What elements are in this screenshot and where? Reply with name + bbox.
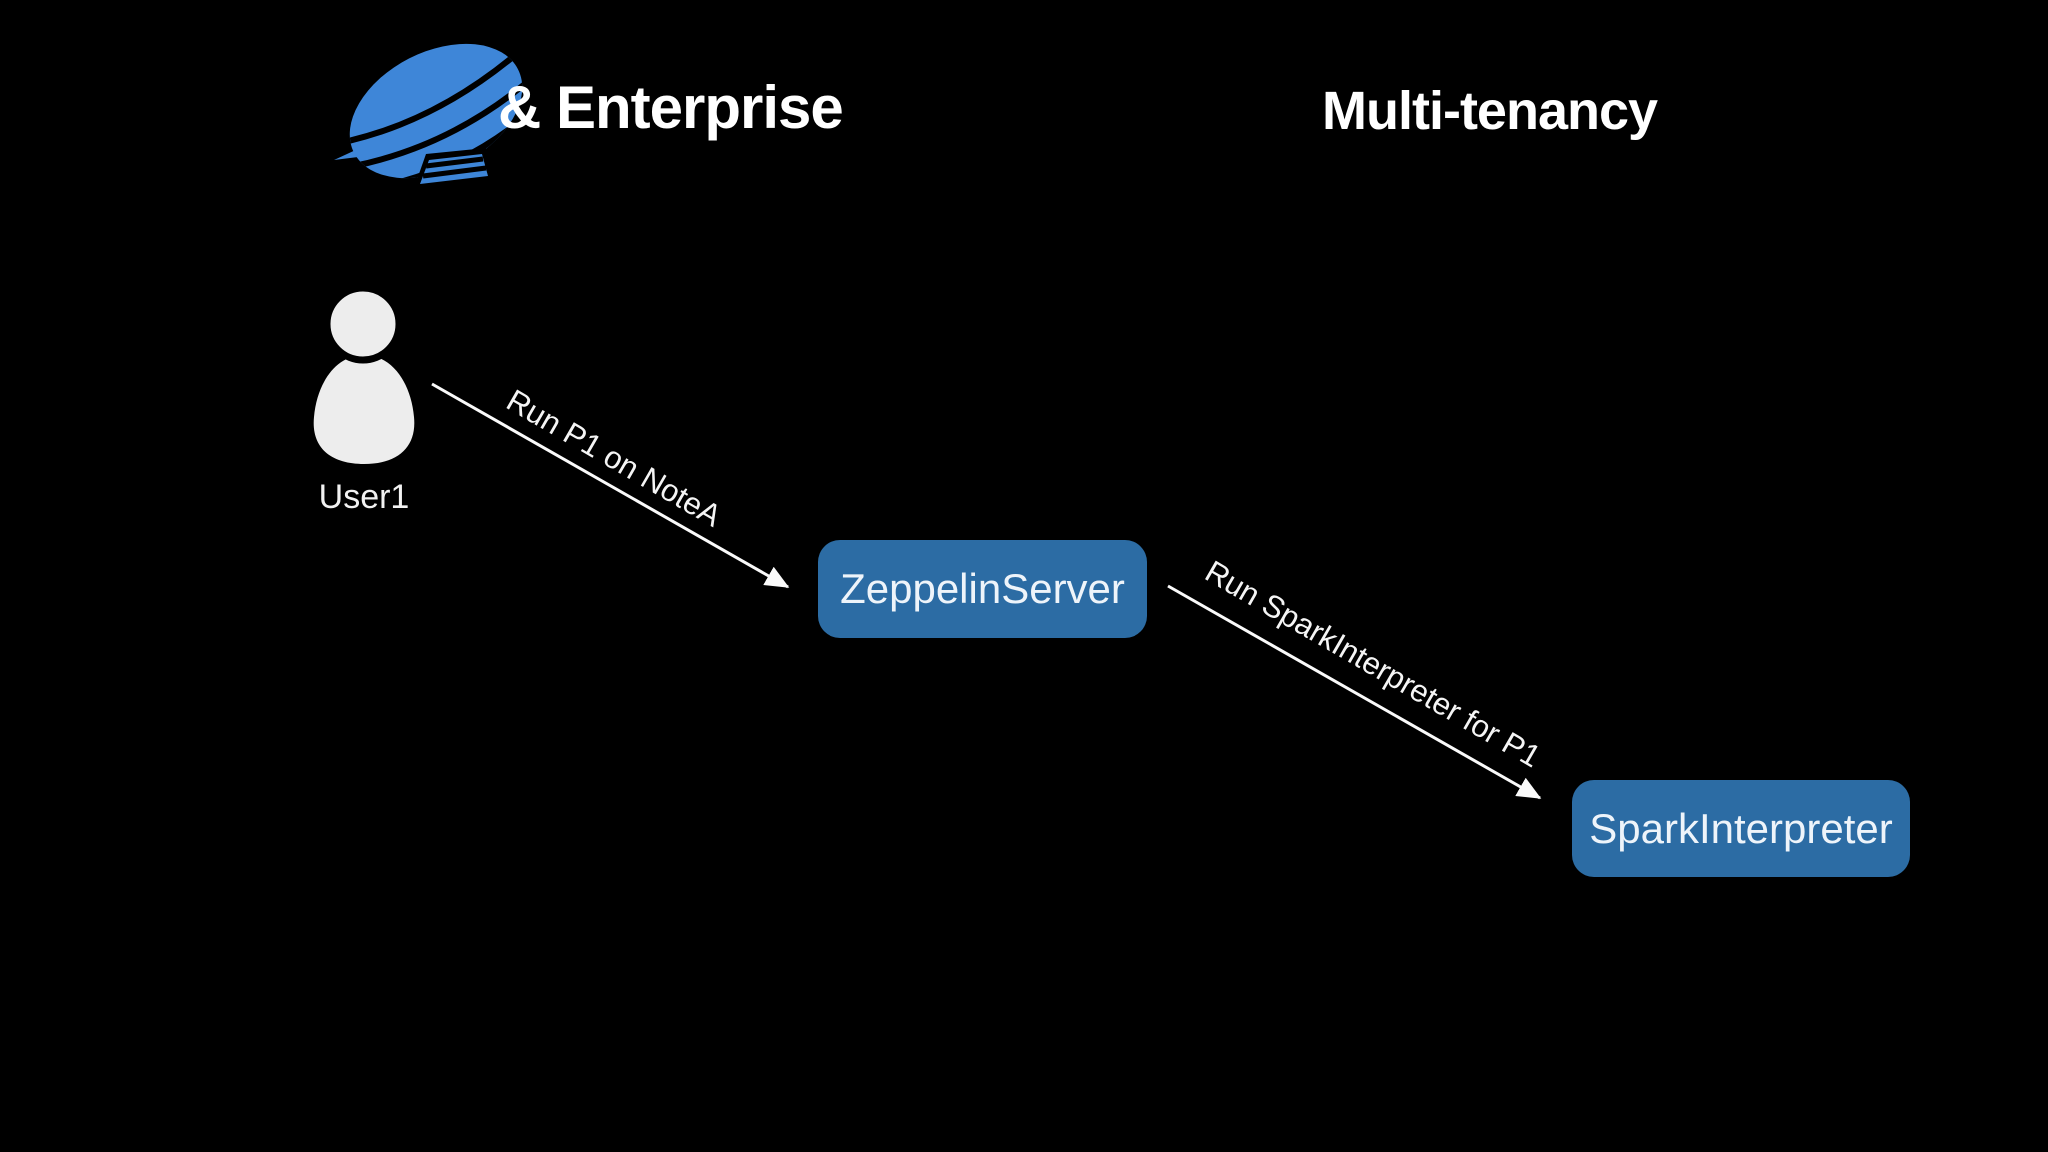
actor-label: User1 — [318, 478, 410, 516]
user-icon — [313, 284, 415, 464]
arrow-server-to-interpreter — [1167, 584, 1542, 800]
actor-user1: User1 — [303, 283, 425, 514]
node-spark-interpreter: SparkInterpreter — [1572, 780, 1910, 877]
arrow-user-to-server — [431, 382, 790, 589]
slide-title: Multi-tenancy — [1322, 81, 1658, 141]
node-zeppelin-server: ZeppelinServer — [818, 540, 1147, 638]
zeppelin-blimp-logo-icon — [334, 43, 543, 191]
brand-text: & Enterprise — [498, 74, 844, 141]
